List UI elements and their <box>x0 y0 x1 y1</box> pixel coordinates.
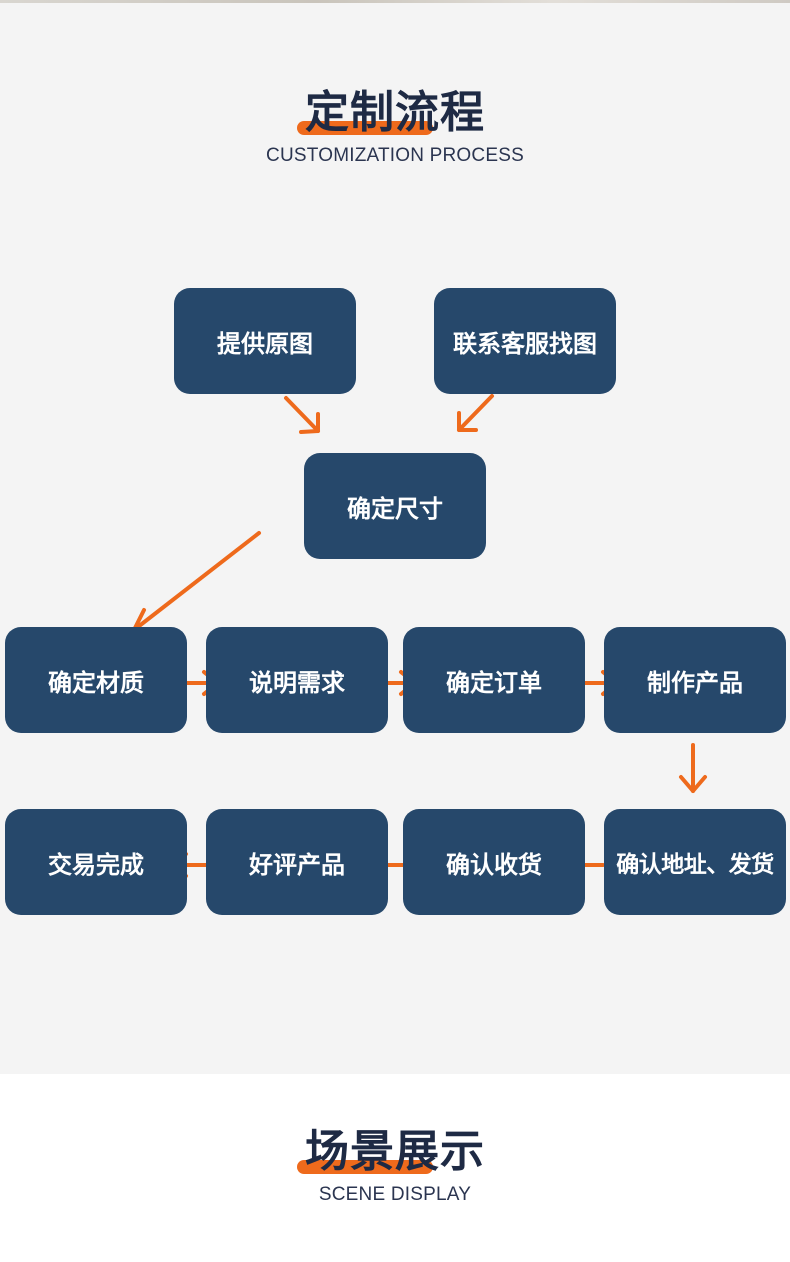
step-confirm-receipt: 确认收货 <box>403 809 585 915</box>
step-confirm-order: 确定订单 <box>403 627 585 733</box>
process-heading: 定制流程 CUSTOMIZATION PROCESS <box>0 85 790 167</box>
process-subtitle: CUSTOMIZATION PROCESS <box>266 145 524 166</box>
customization-process-section: 定制流程 CUSTOMIZATION PROCESS <box>0 3 790 1074</box>
title-underline-accent <box>297 121 433 135</box>
step-transaction-complete: 交易完成 <box>5 809 187 915</box>
arrow-provide-to-size <box>284 396 320 434</box>
step-provide-image: 提供原图 <box>174 288 356 394</box>
title-underline-accent <box>297 1160 433 1174</box>
scene-subtitle: SCENE DISPLAY <box>318 1184 472 1205</box>
scene-display-section: 场景展示 SCENE DISPLAY <box>0 1074 790 1262</box>
arrow-size-to-material <box>132 531 261 634</box>
step-confirm-material: 确定材质 <box>5 627 187 733</box>
step-review-product: 好评产品 <box>206 809 388 915</box>
step-explain-requirements: 说明需求 <box>206 627 388 733</box>
top-image-strip <box>0 0 790 3</box>
step-confirm-size: 确定尺寸 <box>304 453 486 559</box>
process-title: 定制流程 <box>305 87 485 138</box>
step-confirm-address-ship: 确认地址、发货 <box>604 809 786 915</box>
scene-heading: 场景展示 SCENE DISPLAY <box>0 1124 790 1206</box>
step-make-product: 制作产品 <box>604 627 786 733</box>
arrow-production-to-shipping <box>679 743 707 793</box>
step-contact-service: 联系客服找图 <box>434 288 616 394</box>
scene-title: 场景展示 <box>305 1126 485 1177</box>
arrow-contact-to-size <box>457 394 494 432</box>
